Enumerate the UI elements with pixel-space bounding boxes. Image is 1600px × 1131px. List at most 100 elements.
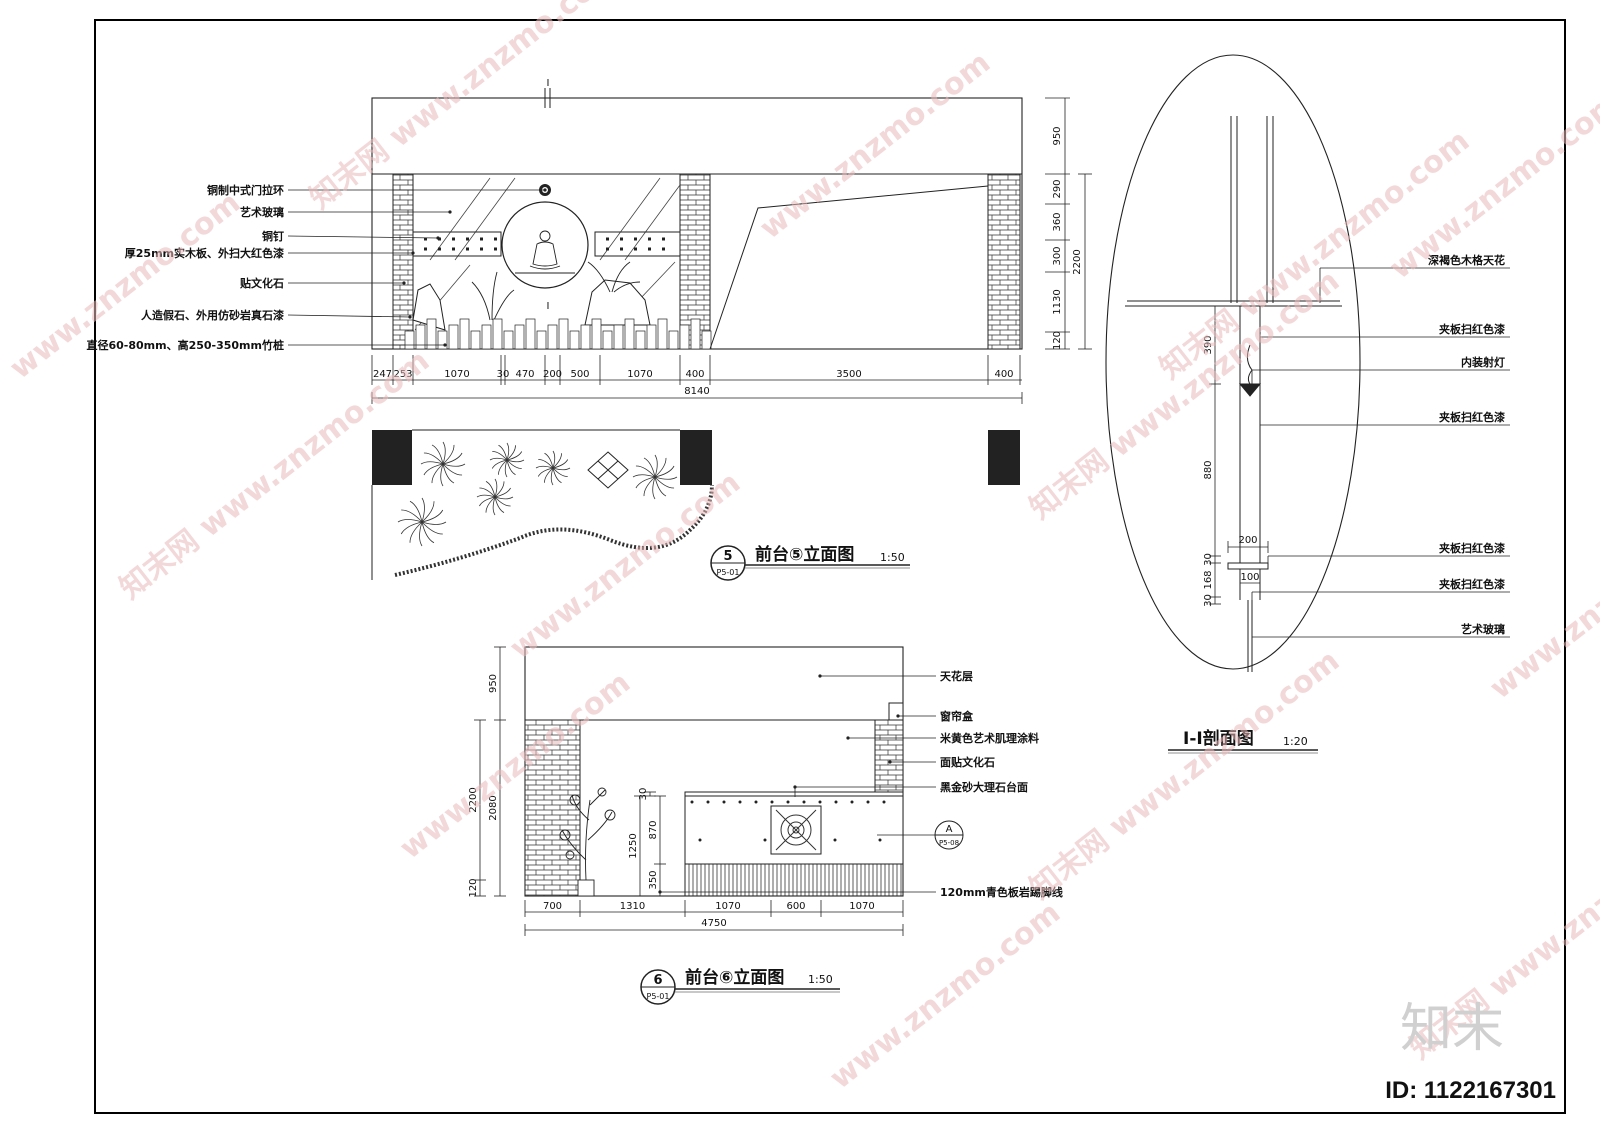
counter-rivets — [690, 800, 886, 842]
carved-ornament-icon — [775, 809, 817, 851]
elev6-ldim: 950 — [488, 674, 499, 693]
elev5-rdim: 290 — [1052, 179, 1063, 198]
elevation-6: 天花层窗帘盒米黄色艺术肌理涂料面贴文化石黑金砂大理石台面120mm青色板岩踢脚线… — [468, 646, 1063, 1005]
elev5-dim: 400 — [685, 369, 704, 380]
watermark-text: www.znzmo.com — [3, 185, 247, 386]
section-hdim: 200 — [1238, 535, 1257, 546]
elev6-title-text: 前台⑥立面图 — [685, 967, 784, 988]
elev5-label: 铜制中式门拉环 — [206, 183, 284, 197]
brick-column — [874, 719, 904, 797]
elev5-section-mark-mid: I — [547, 301, 550, 312]
elev5-section-mark-top: I — [547, 78, 550, 89]
bamboo-stakes — [404, 318, 712, 350]
section-label: 夹板扫红色漆 — [1439, 577, 1505, 591]
section-hdim: 100 — [1240, 572, 1259, 583]
elev6-dim: 1070 — [849, 901, 874, 912]
section-label: 夹板扫红色漆 — [1439, 541, 1505, 555]
elev6-dim: 1070 — [715, 901, 740, 912]
elev6-label: 米黄色艺术肌理涂料 — [939, 731, 1039, 745]
elev5-dim: 200 — [543, 369, 562, 380]
elev6-title-num: 6 — [653, 973, 662, 988]
elev6-label: 面贴文化石 — [940, 755, 995, 769]
elev6-dim: 1310 — [620, 901, 645, 912]
elev6-title-sheet: P5-01 — [647, 992, 670, 1001]
elev6-ldim-outer: 2200 — [468, 787, 479, 812]
callout-sheet: P5-08 — [939, 839, 959, 847]
artificial-rock — [584, 279, 651, 326]
section-label: 深褐色木格天花 — [1428, 253, 1505, 267]
watermark-text: 知末网 www.znzmo.com — [303, 0, 626, 216]
elev5-label: 贴文化石 — [239, 276, 284, 290]
moon-gate — [501, 201, 589, 289]
section-label: 艺术玻璃 — [1461, 622, 1505, 636]
brand-mark: 知末 — [1399, 999, 1504, 1059]
section-label: 夹板扫红色漆 — [1439, 322, 1505, 336]
watermark-text: www.znzmo.com — [823, 895, 1067, 1096]
angled-panel — [709, 185, 989, 350]
shrub-icons — [397, 441, 678, 547]
section-i-i: 深褐色木格天花夹板扫红色漆内装射灯夹板扫红色漆夹板扫红色漆夹板扫红色漆艺术玻璃 … — [1105, 54, 1510, 754]
marble-top — [684, 791, 904, 797]
elev5-dim: 253 — [393, 369, 412, 380]
elev6-dim-total: 4750 — [701, 918, 726, 929]
elev6-title-scale: 1:50 — [808, 973, 833, 986]
potted-plant-icon — [559, 787, 616, 897]
elev5-rdim: 950 — [1052, 126, 1063, 145]
diamond-pattern-icon — [587, 451, 629, 489]
section-vdim: 30 — [1203, 594, 1214, 607]
elev5-dim: 470 — [515, 369, 534, 380]
elev5-plan — [371, 429, 1020, 580]
elev6-dim: 700 — [543, 901, 562, 912]
elev5-rdim: 300 — [1052, 246, 1063, 265]
kick-line — [684, 863, 904, 897]
elev6-label: 120mm青色板岩踢脚线 — [940, 885, 1063, 899]
elev5-dim: 247 — [373, 369, 392, 380]
plant-icon — [471, 261, 641, 321]
elev6-idim: 350 — [648, 870, 659, 889]
pebble-border — [394, 484, 714, 577]
elev5-label: 艺术玻璃 — [240, 205, 284, 219]
elev6-dim: 600 — [786, 901, 805, 912]
elev6-idim: 30 — [638, 788, 649, 801]
sheet-border — [94, 19, 1566, 1114]
elev6-idim: 1250 — [628, 833, 639, 858]
elev5-dim: 1070 — [627, 369, 652, 380]
elev6-label: 天花层 — [940, 669, 973, 683]
elev5-label: 人造假石、外用仿砂岩真石漆 — [141, 308, 284, 322]
elev5-rdim: 120 — [1052, 331, 1063, 350]
elev5-dim: 30 — [497, 369, 510, 380]
brick-column — [524, 719, 581, 897]
elev6-ldim-outer: 120 — [468, 878, 479, 897]
elev5-rdim-total: 2200 — [1072, 249, 1083, 274]
section-vdim: 880 — [1203, 460, 1214, 479]
wood-board — [412, 231, 502, 257]
elev6-idim: 870 — [648, 820, 659, 839]
callout-letter: A — [946, 824, 953, 835]
elev5-dim: 1070 — [444, 369, 469, 380]
elev5-title-scale: 1:50 — [880, 551, 905, 564]
elev5-dim: 400 — [994, 369, 1013, 380]
elev6-ldim: 2080 — [488, 795, 499, 820]
elev5-title-num: 5 — [723, 549, 732, 564]
section-ellipse — [1105, 54, 1361, 670]
section-title-scale: 1:20 — [1283, 735, 1308, 748]
section-label: 内装射灯 — [1461, 355, 1505, 369]
elevation-5: I I — [86, 78, 1092, 581]
elev6-title: 6 P5-01 前台⑥立面图 1:50 — [640, 967, 840, 1005]
watermark-text: www.znzmo.com — [1483, 505, 1600, 706]
section-vdim: 168 — [1203, 570, 1214, 589]
elev5-dim-total: 8140 — [684, 386, 709, 397]
asset-id: ID: 1122167301 — [1385, 1077, 1556, 1104]
section-title-text: I-I剖面图 — [1183, 728, 1254, 749]
curtain-box — [888, 702, 904, 721]
elev5-dim: 500 — [570, 369, 589, 380]
watermark-text: www.znzmo.com — [393, 665, 637, 866]
watermark-text: 知末网 www.znzmo.com — [1023, 263, 1346, 526]
elev6-label: 窗帘盒 — [940, 709, 974, 723]
elev5-title: 5 P5-01 前台⑤立面图 1:50 — [710, 544, 910, 581]
section-title: I-I剖面图 1:20 — [1168, 728, 1318, 754]
wood-board — [594, 231, 681, 257]
section-vdim: 30 — [1203, 553, 1214, 566]
elev5-label: 直径60-80mm、高250-350mm竹桩 — [86, 338, 284, 352]
elev5-title-sheet: P5-01 — [717, 568, 740, 577]
